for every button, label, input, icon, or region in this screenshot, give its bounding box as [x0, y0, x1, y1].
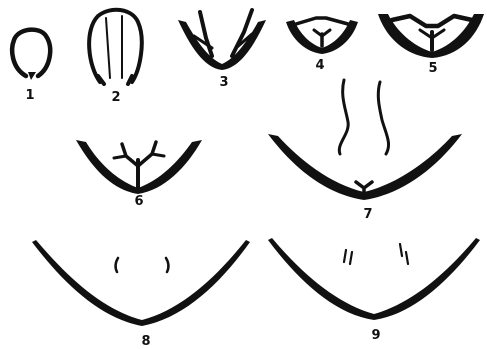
figure-9-v-shape [268, 238, 480, 320]
figure-5-number: 5 [428, 61, 437, 76]
figure-4-inner-bar [296, 18, 348, 24]
figure-6-branch-left-twig [114, 156, 126, 158]
figure-7-number: 7 [363, 207, 372, 222]
figure-4-number: 4 [315, 58, 324, 73]
figure-7-right-hook [378, 82, 388, 154]
figure-7: 7 [268, 80, 462, 222]
figure-5-inner-bar [392, 16, 472, 26]
figure-6: 6 [76, 140, 202, 209]
figure-6-number: 6 [134, 194, 143, 209]
figure-4: 4 [286, 18, 358, 73]
figure-9-left-tick-a [344, 250, 346, 262]
figure-9-number: 9 [371, 328, 380, 343]
figure-2-outline [89, 10, 142, 82]
figure-1-ring [12, 30, 50, 76]
figure-9-right-tick-b [406, 252, 408, 264]
figure-9-right-tick-a [400, 244, 402, 256]
figure-2-number: 2 [111, 90, 120, 105]
figure-2-inner-left [106, 18, 110, 78]
figure-6-branch-right-twig [152, 154, 164, 156]
figure-8-right-tick [166, 258, 168, 272]
figure-8-number: 8 [141, 334, 150, 349]
figure-3-v-shape [178, 20, 266, 70]
figure-1-stem [28, 72, 36, 80]
figure-3: 3 [178, 10, 266, 90]
figure-3-number: 3 [219, 75, 228, 90]
figure-8: 8 [32, 240, 250, 349]
figure-8-left-tick [116, 258, 118, 272]
figure-5: 5 [378, 14, 484, 76]
figure-1: 1 [12, 30, 50, 103]
figure-9-left-tick-b [350, 252, 352, 264]
figure-7-left-hook [339, 80, 348, 154]
figure-2: 2 [89, 10, 142, 105]
figure-8-v-shape [32, 240, 250, 326]
figure-9: 9 [268, 238, 480, 343]
figure-1-number: 1 [25, 88, 34, 103]
